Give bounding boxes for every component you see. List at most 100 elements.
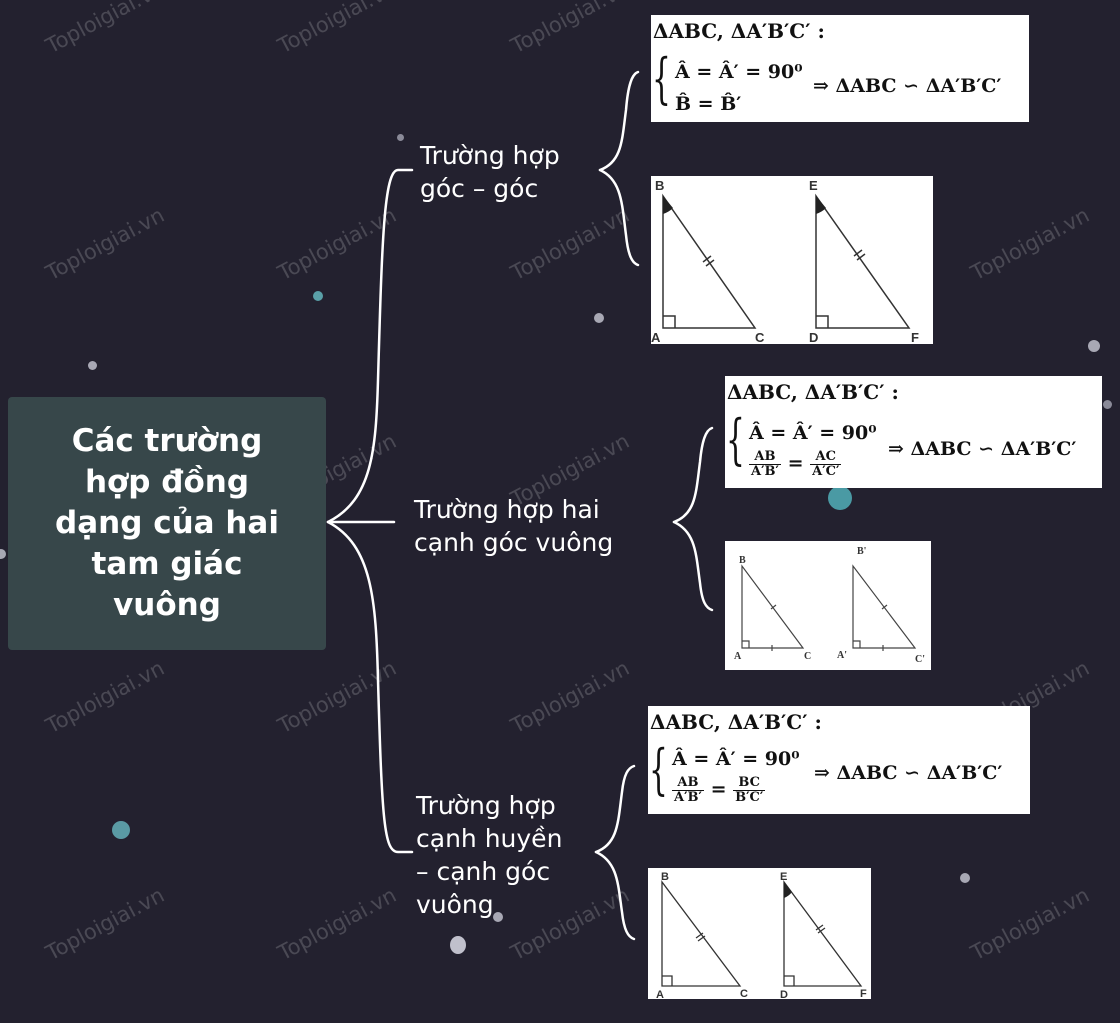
right-angle-mark (784, 975, 795, 986)
triangle-abc (741, 564, 805, 649)
formula-header: ΔABC, ΔA′B′C′ : (653, 19, 825, 43)
vertex-label: E (780, 871, 787, 883)
decor-dot (1088, 340, 1100, 352)
decor-dot (313, 291, 323, 301)
vertex-label: F (860, 988, 867, 999)
branch1-brace (598, 70, 640, 172)
branch-label-two-legs: Trường hợp hai cạnh góc vuông (414, 495, 614, 557)
vertex-label: C (740, 988, 748, 999)
vertex-label: B' (857, 546, 867, 557)
right-angle-mark (662, 975, 673, 986)
formula-condition: Â = Â′ = 90⁰ (675, 61, 803, 83)
vertex-label: D (809, 330, 818, 344)
root-node: Các trường hợp đồng dạng của hai tam giá… (8, 397, 326, 650)
branch1-brace (598, 168, 640, 267)
vertex-label: A' (837, 650, 847, 661)
root-connector (326, 168, 414, 524)
decor-dot (594, 313, 604, 323)
tick-mark (815, 924, 824, 931)
figure-panel-two-legs: B A C B' A' C' (725, 541, 931, 670)
fraction-denominator: A′B′ (751, 464, 779, 479)
triangle-def (815, 193, 911, 329)
branch2-brace (672, 520, 714, 612)
branch3-brace (594, 850, 636, 941)
decor-dot (0, 549, 6, 559)
angle-mark (784, 882, 792, 898)
vertex-label: D (780, 989, 788, 999)
branch3-brace (594, 764, 636, 854)
root-title: Các trường hợp đồng dạng của hai tam giá… (55, 423, 279, 623)
fraction-numerator: AC (810, 450, 842, 465)
vertex-label: C (755, 330, 765, 344)
triangle-abc (662, 193, 757, 329)
formula-condition: B̂ = B̂′ (675, 93, 742, 115)
angle-mark (663, 196, 673, 214)
decor-dot (88, 361, 97, 370)
formula-condition: Â = Â′ = 90⁰ (749, 422, 877, 444)
formula-conclusion: ⇒ ΔABC ∽ ΔA′B′C′ (814, 762, 1003, 784)
equals-sign: = (787, 452, 804, 475)
vertex-label: F (911, 330, 919, 344)
angle-mark (816, 196, 826, 214)
figure-panel-angle-angle: B A C E D F (651, 176, 933, 344)
vertex-label: A (656, 989, 664, 999)
decor-dot (493, 912, 503, 922)
triangle-def (783, 880, 863, 987)
fraction-denominator: B′C′ (735, 790, 764, 805)
tick-mark (853, 249, 863, 257)
right-angle-mark (742, 640, 750, 648)
tick-mark (695, 932, 704, 939)
vertex-label: E (809, 178, 818, 193)
fraction-numerator: BC (733, 776, 766, 791)
tick-mark (770, 604, 777, 610)
decor-dot (828, 486, 852, 510)
branch-label-hypotenuse-leg: Trường hợp cạnh huyền – cạnh góc vuông (416, 791, 563, 919)
decor-dot (960, 873, 970, 883)
right-angle-mark (663, 315, 676, 328)
tick-mark (705, 259, 715, 267)
branch2-brace (672, 426, 714, 524)
right-angle-mark (816, 315, 829, 328)
fraction-denominator: A′B′ (674, 790, 702, 805)
figure-panel-hypotenuse-leg: B A C E D F (648, 868, 871, 999)
formula-header: ΔABC, ΔA′B′C′ : (650, 710, 822, 734)
tick-mark (702, 255, 712, 263)
fraction-numerator: AB (749, 450, 781, 465)
vertex-label: B (739, 555, 746, 566)
decor-dot (112, 821, 130, 839)
root-connector (326, 520, 414, 854)
vertex-label: C (804, 651, 811, 662)
fraction-numerator: AB (672, 776, 704, 791)
equals-sign: = (710, 778, 727, 801)
formula-condition: Â = Â′ = 90⁰ (672, 748, 800, 770)
right-angle-mark (853, 640, 861, 648)
formula-conclusion: ⇒ ΔABC ∽ ΔA′B′C′ (813, 75, 1002, 97)
vertex-label: B (655, 178, 664, 193)
curly-brace: { (652, 47, 671, 110)
fraction-denominator: A′C′ (812, 464, 840, 479)
vertex-label: C' (915, 654, 925, 665)
tick-mark (881, 604, 888, 610)
branch-label-angle-angle: Trường hợp góc – góc (420, 141, 560, 203)
decor-dot (450, 936, 466, 954)
formula-header: ΔABC, ΔA′B′C′ : (727, 380, 899, 404)
tick-mark (856, 253, 866, 261)
curly-brace: { (649, 738, 668, 801)
curly-brace: { (726, 408, 745, 471)
decor-dot (397, 134, 404, 141)
vertex-label: A (651, 330, 661, 344)
tick-mark (817, 927, 826, 934)
formula-panel-angle-angle: ΔABC, ΔA′B′C′ : { Â = Â′ = 90⁰ B̂ = B̂′ … (651, 15, 1029, 122)
formula-conclusion: ⇒ ΔABC ∽ ΔA′B′C′ (888, 438, 1077, 460)
tick-mark (697, 935, 706, 942)
vertex-label: B (661, 871, 669, 883)
